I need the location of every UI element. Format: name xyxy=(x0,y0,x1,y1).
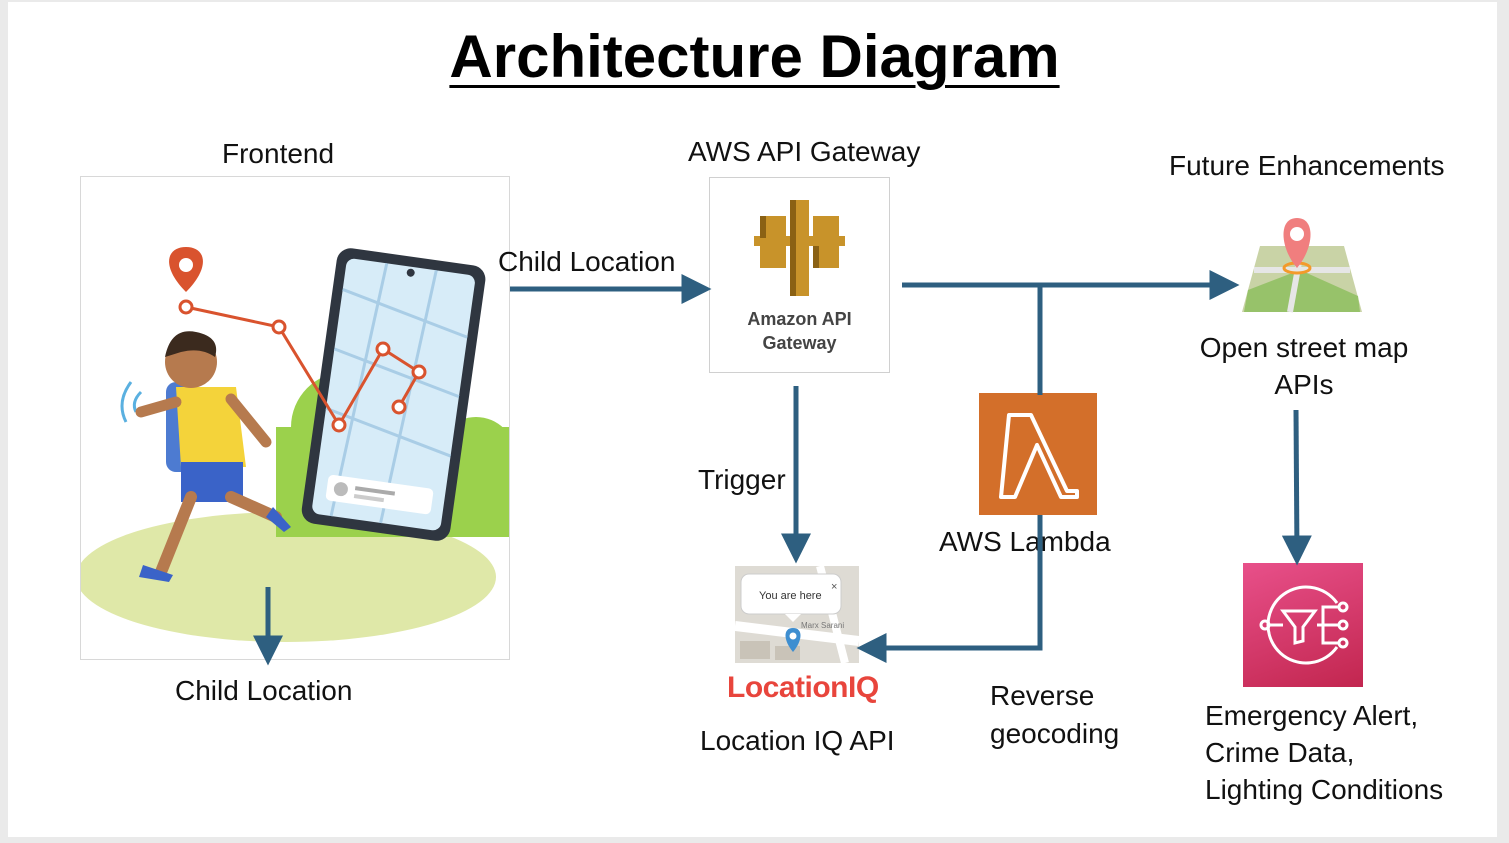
alert-label-line2: Crime Data, xyxy=(1205,737,1355,768)
osm-label-line1: Open street map xyxy=(1199,332,1409,363)
notification-filter-icon xyxy=(1259,585,1349,665)
frontend-heading: Frontend xyxy=(222,138,335,169)
trigger-label: Trigger xyxy=(698,464,786,495)
sns-alert-card xyxy=(1243,563,1363,687)
alert-label-line3: Lighting Conditions xyxy=(1205,774,1444,805)
child-icon xyxy=(120,331,291,582)
page-title: Architecture Diagram xyxy=(449,23,1060,90)
alert-label-line1: Emergency Alert, xyxy=(1205,700,1419,731)
locationiq-map-thumbnail: You are here × Marx Sarani xyxy=(735,566,859,663)
locationiq-map-street: Marx Sarani xyxy=(801,621,844,630)
locationiq-brand-logo: LocationIQ xyxy=(727,671,879,704)
api-gateway-card: Amazon API Gateway xyxy=(709,177,890,373)
arrow-lambda-to-locationiq xyxy=(856,515,1043,663)
api-gateway-logo-line1: Amazon API xyxy=(747,309,852,329)
osm-label-line2: APIs xyxy=(1274,369,1334,400)
arrow-osm-to-alerts xyxy=(1281,409,1312,566)
map-pin-icon xyxy=(785,628,801,652)
api-gateway-icon xyxy=(754,200,845,296)
reverse-geocoding-line1: Reverse xyxy=(990,680,1095,711)
smartphone-icon xyxy=(301,248,486,541)
lambda-icon xyxy=(999,413,1079,499)
frontend-output-label: Child Location xyxy=(175,675,353,706)
gateway-heading: AWS API Gateway xyxy=(688,136,921,167)
grass-ground xyxy=(76,512,496,642)
reverse-geocoding-line2: geocoding xyxy=(990,718,1120,749)
location-pin-icon xyxy=(169,247,203,292)
open-street-map-icon xyxy=(1240,210,1364,315)
close-icon: × xyxy=(831,581,837,593)
lambda-label: AWS Lambda xyxy=(939,526,1111,557)
locationiq-label: Location IQ API xyxy=(700,725,895,756)
locationiq-popup-text: You are here xyxy=(759,590,822,602)
api-gateway-logo-line2: Gateway xyxy=(762,333,837,353)
aws-lambda-card xyxy=(979,393,1097,515)
frontend-illustration xyxy=(76,176,516,660)
gateway-input-label: Child Location xyxy=(498,246,676,277)
future-heading: Future Enhancements xyxy=(1169,150,1445,181)
